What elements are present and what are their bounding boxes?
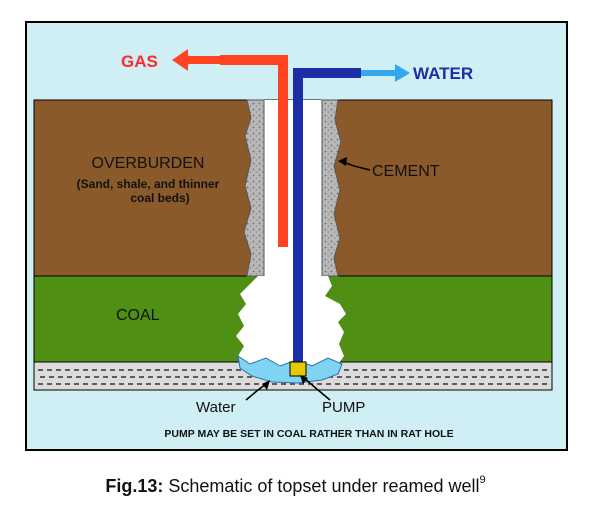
pump-icon bbox=[289, 361, 307, 377]
water-arrow-shaft bbox=[361, 70, 397, 76]
coal-label: COAL bbox=[116, 307, 160, 324]
figure-number: Fig.13: bbox=[105, 476, 164, 496]
water-out-label: WATER bbox=[413, 64, 473, 83]
pump-leader-arrow-icon bbox=[300, 375, 308, 384]
figure-caption-text: Schematic of topset under reamed well bbox=[168, 476, 480, 496]
cement-right bbox=[321, 99, 342, 277]
gas-label: GAS bbox=[121, 52, 158, 71]
water-pipe bbox=[293, 68, 361, 364]
overburden-sub-line-2: coal beds) bbox=[130, 191, 189, 205]
figure-reference: 9 bbox=[479, 474, 486, 486]
pump-leader bbox=[303, 377, 331, 401]
gas-arrow-shaft bbox=[186, 56, 222, 64]
pump-note: PUMP MAY BE SET IN COAL RATHER THAN IN R… bbox=[164, 428, 453, 440]
overburden-sub-line-1: (Sand, shale, and thinner bbox=[77, 177, 220, 191]
reamed-cavity bbox=[236, 276, 346, 370]
figure-caption: Fig.13: Schematic of topset under reamed… bbox=[0, 474, 591, 497]
cement-leader-arrow-icon bbox=[338, 157, 347, 166]
leader-lines bbox=[245, 161, 371, 401]
water-leader bbox=[245, 383, 267, 401]
water-leader-arrow-icon bbox=[262, 380, 270, 390]
gas-arrow-icon bbox=[172, 49, 188, 71]
water-arrow-icon bbox=[395, 64, 410, 82]
overburden-label: OVERBURDEN bbox=[92, 155, 205, 172]
pump-label: PUMP bbox=[322, 399, 365, 416]
cement-label: CEMENT bbox=[372, 163, 440, 180]
cement-left bbox=[243, 99, 265, 277]
water-label: Water bbox=[196, 399, 235, 416]
gas-pipe bbox=[220, 55, 288, 247]
cement-leader bbox=[342, 161, 371, 171]
